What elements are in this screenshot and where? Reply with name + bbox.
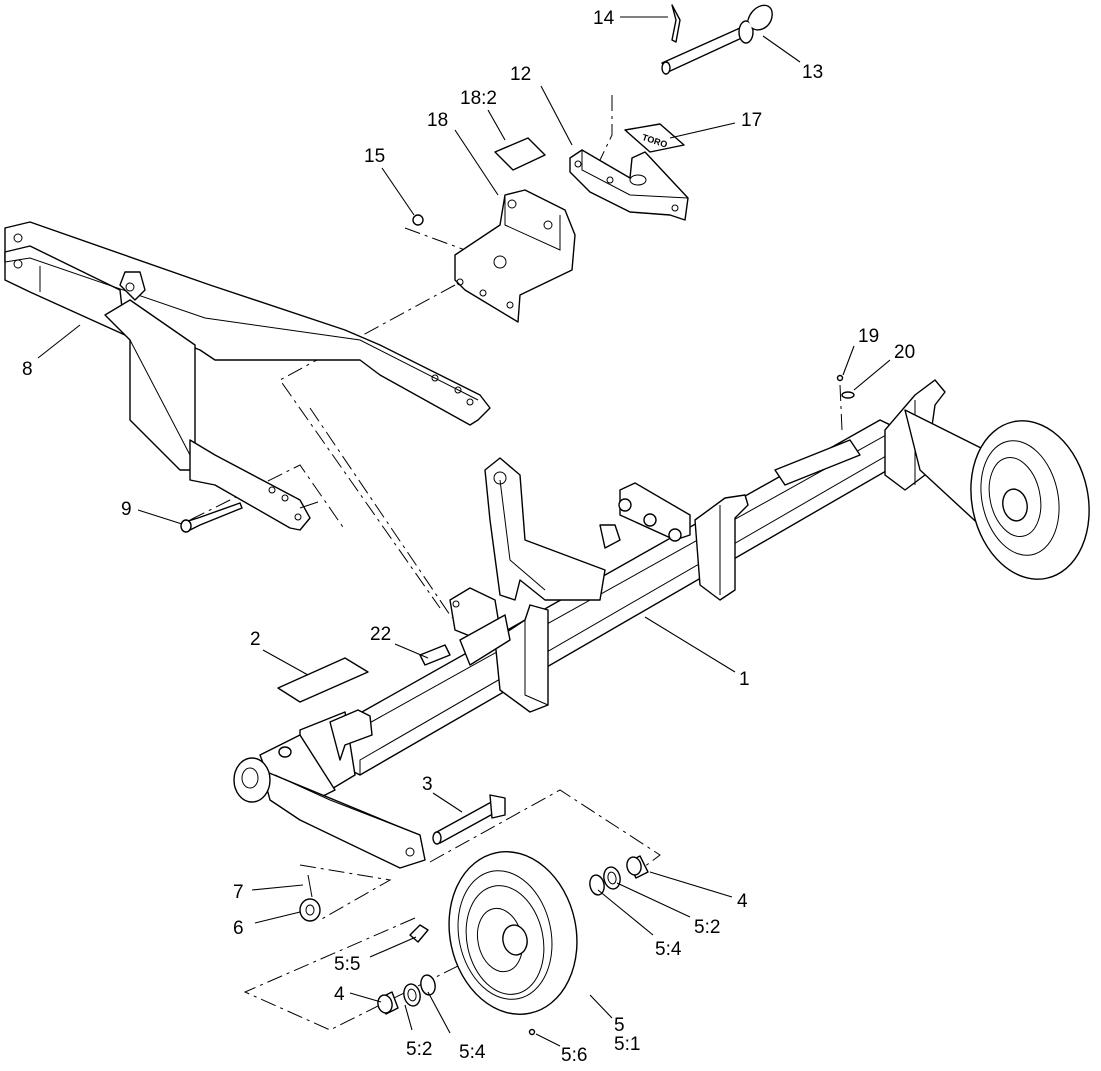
callout-20: 20	[894, 342, 915, 363]
grease-fitting-top	[836, 374, 855, 399]
pin-bracket	[569, 149, 689, 221]
callout-3: 3	[422, 774, 433, 795]
callout-4-upper: 4	[737, 891, 748, 912]
callout-5-2-lower: 5:2	[406, 1039, 432, 1060]
main-axle	[233, 419, 906, 869]
callout-14: 14	[593, 8, 615, 29]
callout-5-4-upper: 5:4	[655, 939, 682, 960]
bolt	[180, 502, 243, 533]
callout-18: 18	[427, 110, 448, 131]
callout-22: 22	[370, 624, 391, 645]
valve-stem	[528, 1028, 536, 1036]
castle-nut	[299, 898, 321, 922]
leader-lines	[37, 16, 891, 1047]
callout-12: 12	[510, 64, 531, 85]
spindle-axle	[432, 794, 506, 845]
callout-8: 8	[22, 359, 33, 380]
hitch-pin	[661, 4, 773, 75]
plate-decal	[494, 137, 546, 171]
callout-9: 9	[121, 499, 132, 520]
callout-5: 5	[614, 1015, 625, 1036]
callout-5-1: 5:1	[614, 1034, 640, 1055]
callout-4-lower: 4	[334, 984, 345, 1005]
callout-18-2: 18:2	[460, 88, 497, 109]
callout-2: 2	[250, 629, 261, 650]
axle-uprights	[449, 379, 1021, 713]
callout-1: 1	[739, 669, 750, 690]
hairpin-clip	[671, 4, 681, 43]
callout-7: 7	[233, 882, 244, 903]
callout-5-5: 5:5	[334, 954, 360, 975]
axle-decals	[419, 439, 861, 666]
callout-6: 6	[233, 918, 244, 939]
grease-fitting-wheel	[409, 924, 429, 943]
cotter-pin	[307, 874, 313, 898]
tongue-frame	[4, 221, 491, 531]
assembly-guide-lines	[189, 95, 843, 1031]
mounting-plate	[454, 189, 576, 323]
right-wheel	[970, 420, 1090, 580]
callout-labels: 1 2 3 4 4 5 5:1 5:2 5:2 5:4 5:4 5:5 5:6 …	[22, 8, 915, 1066]
callout-5-6: 5:6	[561, 1045, 587, 1066]
callout-17: 17	[741, 110, 762, 131]
callout-13: 13	[802, 62, 823, 83]
callout-15: 15	[364, 146, 385, 167]
callout-5-2-upper: 5:2	[694, 917, 720, 938]
callout-19: 19	[858, 326, 879, 347]
front-wheel	[448, 851, 578, 1015]
callout-5-4-lower: 5:4	[459, 1042, 486, 1063]
decal-rectangle	[277, 657, 369, 703]
toro-decal: TORO	[624, 123, 685, 153]
nut	[412, 214, 424, 226]
